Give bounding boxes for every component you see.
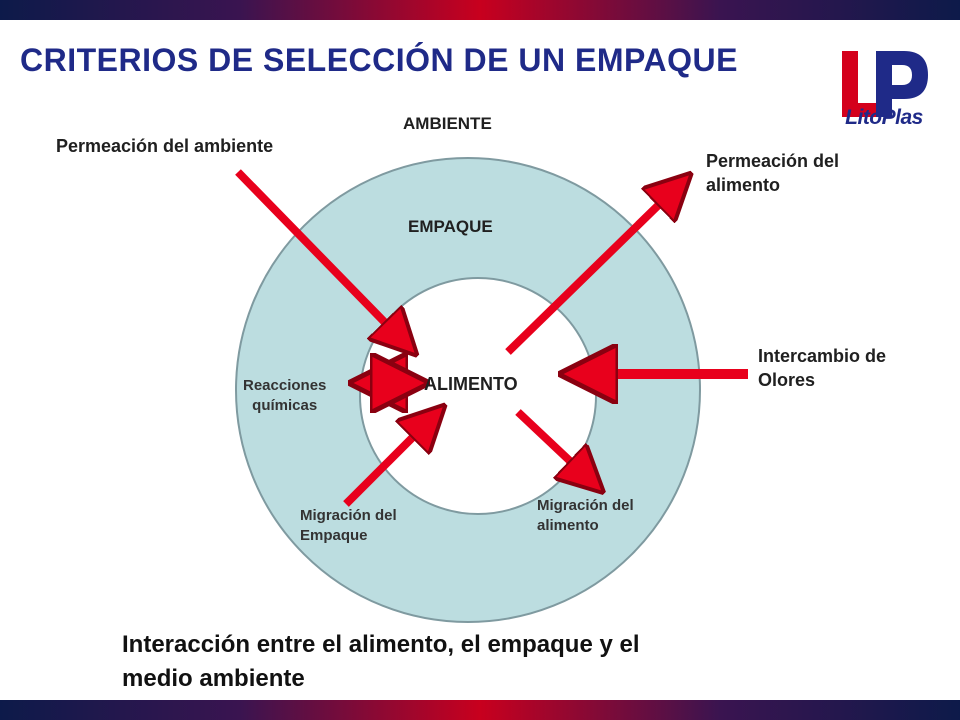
logo-brand-text: LitoPlas [845,106,923,129]
permeation-food-label: Permeación del alimento [706,151,840,196]
package-label: EMPAQUE [408,217,493,236]
food-migration-label: Migración del alimento [537,497,634,535]
top-decor-band [0,0,960,20]
package-migration-label: Migración del Empaque [300,507,397,545]
odor-exchange-label: Intercambio de Olores [758,346,887,391]
litoplas-logo-mark [842,51,928,117]
permeation-environment-label: Permeación del ambiente [56,136,274,156]
arrow-package-migration [343,420,430,507]
chemical-reactions-label: Reacciones químicas [243,377,327,415]
bottom-decor-band [0,700,960,720]
slide-title: CRITERIOS DE SELECCIÓN DE UN EMPAQUE [20,42,738,78]
slide-caption: Interacción entre el alimento, el empaqu… [122,631,640,692]
arrow-permeation-environment [235,169,402,340]
arrow-food-migration [515,409,588,478]
food-label: ALIMENTO [424,374,518,394]
arrow-permeation-food [505,188,676,355]
environment-label: AMBIENTE [403,114,492,133]
